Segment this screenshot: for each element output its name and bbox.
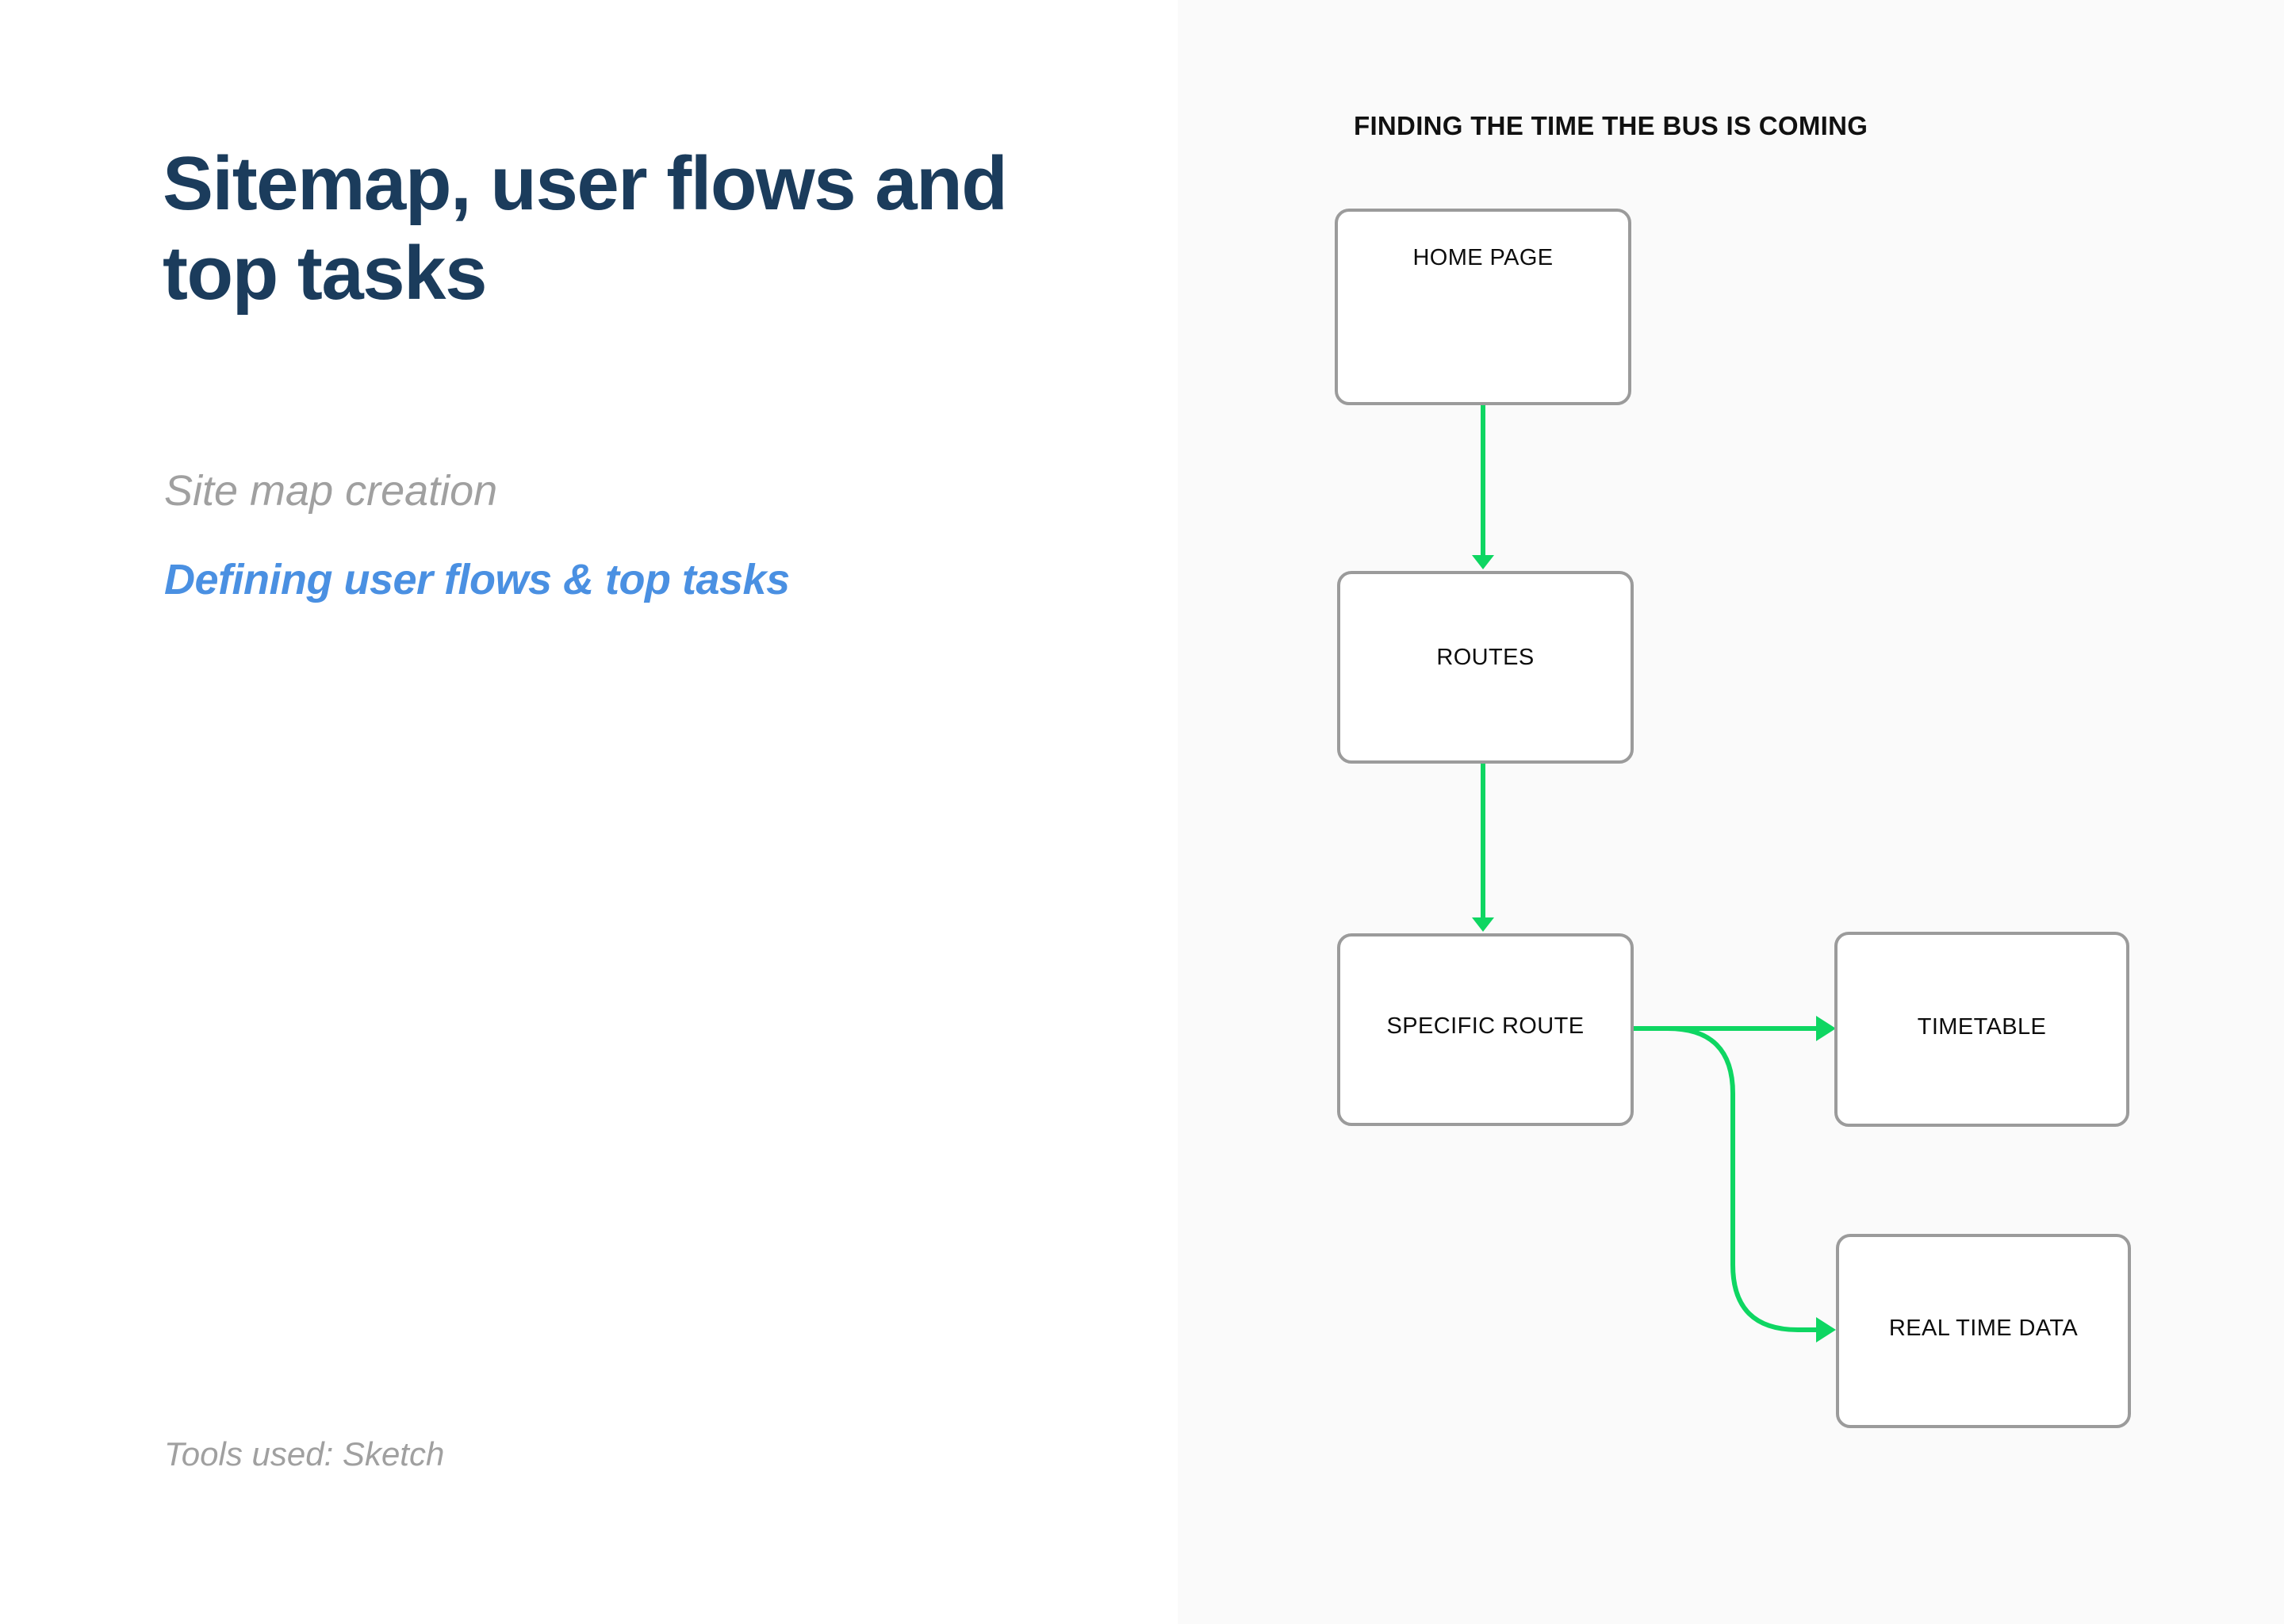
flow-node-routes[interactable]: ROUTES bbox=[1337, 571, 1634, 764]
flow-node-real-time-data[interactable]: REAL TIME DATA bbox=[1836, 1234, 2131, 1428]
flow-node-timetable[interactable]: TIMETABLE bbox=[1834, 932, 2129, 1127]
subtitle-site-map-creation: Site map creation bbox=[164, 467, 498, 515]
diagram-heading: FINDING THE TIME THE BUS IS COMING bbox=[1354, 111, 1868, 140]
flow-node-specific-route[interactable]: SPECIFIC ROUTE bbox=[1337, 933, 1634, 1126]
flow-node-label: TIMETABLE bbox=[1917, 1013, 2047, 1040]
flow-node-label: REAL TIME DATA bbox=[1888, 1316, 2079, 1341]
tools-used-note: Tools used: Sketch bbox=[164, 1435, 445, 1473]
page-title: Sitemap, user flows and top tasks bbox=[163, 141, 1008, 316]
left-panel: Sitemap, user flows and top tasks Site m… bbox=[163, 141, 1008, 1473]
flow-node-label: ROUTES bbox=[1436, 645, 1535, 670]
flow-node-home-page[interactable]: HOME PAGE bbox=[1335, 209, 1631, 405]
flow-node-label: SPECIFIC ROUTE bbox=[1386, 1013, 1585, 1039]
subtitle-defining-user-flows: Defining user flows & top tasks bbox=[164, 556, 790, 603]
flow-node-label: HOME PAGE bbox=[1412, 244, 1554, 270]
